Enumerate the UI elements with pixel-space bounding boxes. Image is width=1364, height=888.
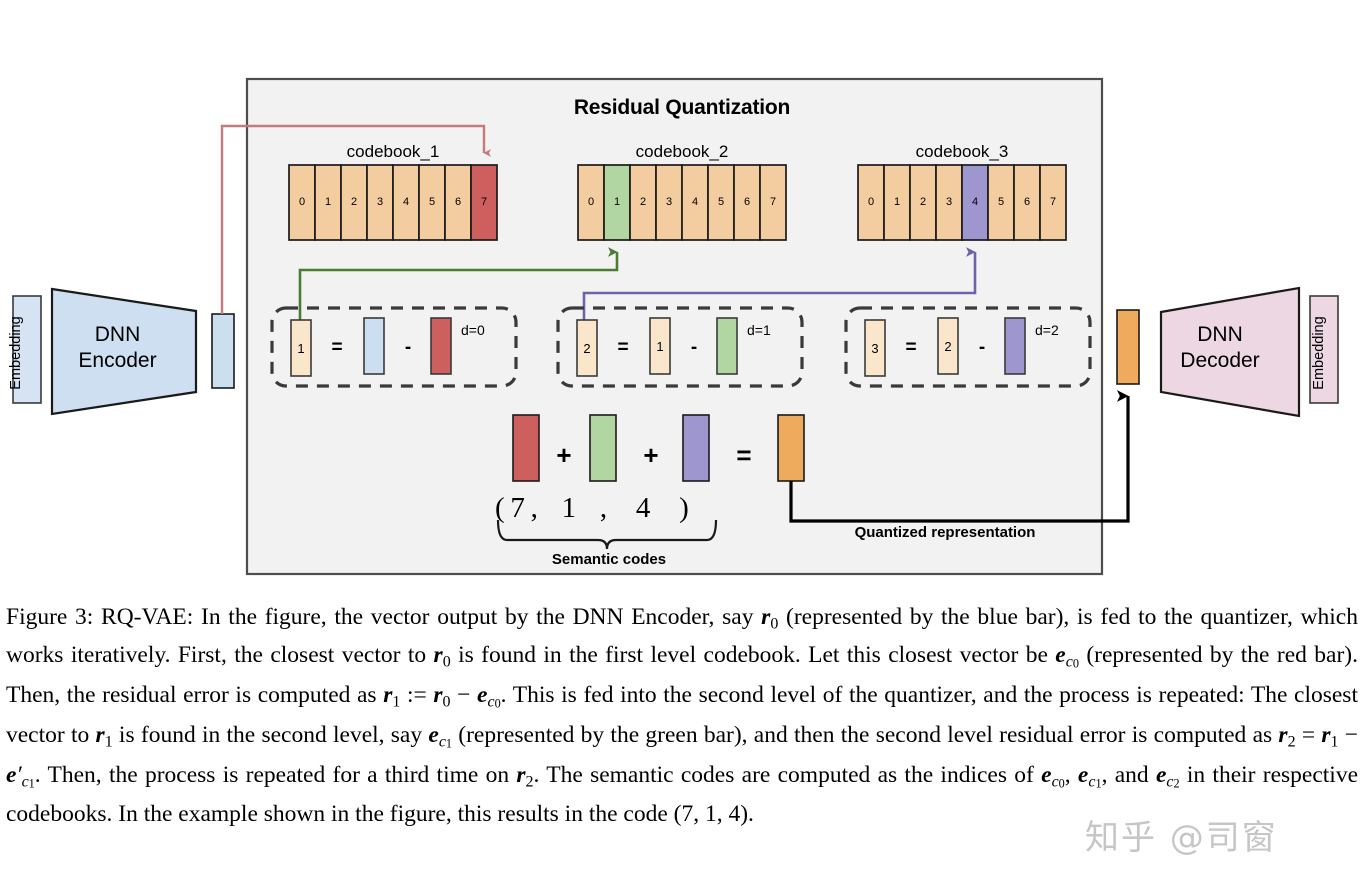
connector-green-residual1-to-codebook2 (298, 247, 619, 320)
residual-equation-box-1 (556, 306, 804, 388)
eq2-minus-sign: - (978, 337, 986, 358)
encoder-embedding-label: Embedding (8, 316, 24, 390)
eq0-minuend-bar (363, 317, 385, 375)
semantic-codes-tuple: (7, 1, 4) (495, 492, 725, 525)
codebook-3-cell[interactable]: 0 (867, 196, 875, 208)
codebook-2-cell[interactable]: 6 (743, 196, 751, 208)
codebook-1-cell[interactable]: 4 (402, 196, 410, 208)
eq1-result-bar (576, 319, 598, 377)
codebook-2-label: codebook_2 (635, 142, 729, 161)
codebook-2-cell[interactable]: 3 (665, 196, 673, 208)
codebook-1-cell[interactable]: 1 (324, 196, 332, 208)
codebook-1-cell[interactable]: 0 (298, 196, 306, 208)
eq0-result-label: 1 (297, 341, 305, 356)
dnn-encoder-label: DNN Encoder (35, 322, 200, 373)
eq2-depth-label: d=2 (1035, 322, 1059, 338)
eq1-minuend-bar (649, 317, 671, 375)
codebook-2 (577, 164, 787, 241)
codebook-1-cell[interactable]: 6 (454, 196, 462, 208)
dnn-decoder-label-line2: Decoder (1180, 348, 1260, 372)
dnn-decoder-shape (1159, 286, 1301, 418)
codes-close-paren: ) (679, 492, 689, 524)
codebook-3-cell[interactable]: 2 (919, 196, 927, 208)
codebook-3-cell-selected[interactable]: 4 (971, 196, 979, 208)
code-value-0: 7 (510, 492, 525, 524)
quantizer-panel (245, 77, 1104, 576)
sum-plus-1: + (556, 440, 572, 470)
codebook-2-cell[interactable]: 0 (587, 196, 595, 208)
eq2-result-bar (864, 319, 886, 377)
sum-equals: = (736, 440, 752, 470)
quantized-representation-label: Quantized representation (854, 524, 1036, 541)
codebook-3 (857, 164, 1067, 241)
eq2-result-label: 3 (871, 341, 879, 356)
dnn-encoder-label-line1: DNN (94, 323, 141, 346)
semantic-codes-label: Semantic codes (551, 551, 667, 568)
dnn-decoder-label-line1: DNN (1197, 323, 1243, 346)
code-value-2: 4 (635, 492, 651, 524)
eq1-depth-label: d=1 (747, 322, 771, 338)
codebook-3-cell[interactable]: 3 (945, 196, 953, 208)
panel-title: Residual Quantization (573, 96, 791, 119)
dnn-encoder-shape (50, 287, 198, 416)
codebook-3-label: codebook_3 (915, 142, 1009, 161)
residual-equation-box-0 (270, 306, 518, 388)
sum-term-bar-0 (512, 414, 540, 482)
codes-comma-1: , (530, 492, 538, 524)
eq0-minus-sign: - (404, 337, 412, 358)
codebook-2-cell-selected[interactable]: 1 (613, 196, 621, 208)
codebook-1-label: codebook_1 (346, 142, 440, 161)
codes-open-paren: ( (495, 492, 505, 524)
code-value-1: 1 (561, 492, 577, 524)
codebook-2-cell[interactable]: 4 (691, 196, 699, 208)
r0-blue-bar (211, 313, 235, 389)
eq0-result-bar (290, 319, 312, 377)
connector-black-quantized-to-decoder (789, 390, 1130, 523)
eq2-minuend-label: 2 (944, 339, 952, 354)
sum-plus-2: + (643, 440, 659, 470)
dnn-decoder-label: DNN Decoder (1140, 322, 1300, 373)
codebook-2-cell[interactable]: 7 (769, 196, 777, 208)
quantized-orange-bar (1116, 309, 1140, 385)
sum-term-bar-1 (589, 414, 617, 482)
eq1-result-label: 2 (583, 341, 591, 356)
connector-red-r0-to-codebook1 (220, 124, 491, 314)
figure-vector-graphics (12, 77, 1339, 576)
eq1-minuend-label: 1 (656, 339, 664, 354)
figure-caption: Figure 3: RQ-VAE: In the figure, the vec… (6, 604, 1359, 828)
eq2-minuend-bar (937, 317, 959, 375)
eq0-depth-label: d=0 (461, 322, 485, 338)
eq2-equals-sign: = (905, 337, 917, 358)
encoder-embedding-bar (12, 295, 42, 404)
semantic-codes-brace (496, 519, 718, 550)
codebook-1-cell-selected[interactable]: 7 (480, 196, 488, 208)
dnn-encoder-label-line2: Encoder (78, 348, 157, 372)
eq1-equals-sign: = (617, 337, 629, 358)
codebook-1 (288, 164, 498, 241)
codebook-1-cell[interactable]: 3 (376, 196, 384, 208)
eq0-subtrahend-bar (430, 317, 452, 375)
eq0-equals-sign: = (331, 337, 343, 358)
decoder-embedding-bar (1309, 295, 1339, 404)
codebook-1-cell[interactable]: 2 (350, 196, 358, 208)
codebook-3-cell[interactable]: 5 (997, 196, 1005, 208)
figure-rqvae-diagram: Residual Quantization DNN Encoder DNN De… (8, 77, 1339, 576)
codebook-2-cell[interactable]: 5 (717, 196, 725, 208)
codebook-3-cell[interactable]: 1 (893, 196, 901, 208)
codebook-3-cell[interactable]: 7 (1049, 196, 1057, 208)
eq1-minus-sign: - (690, 337, 698, 358)
eq1-subtrahend-bar (716, 317, 738, 375)
codes-comma-2: , (599, 492, 608, 524)
residual-equation-box-2 (844, 306, 1092, 388)
sum-term-bar-2 (682, 414, 710, 482)
codebook-3-cell[interactable]: 6 (1023, 196, 1031, 208)
codebook-1-cell[interactable]: 5 (428, 196, 436, 208)
sum-result-bar (777, 414, 805, 482)
codebook-2-cell[interactable]: 2 (639, 196, 647, 208)
decoder-embedding-label: Embedding (1311, 316, 1327, 390)
eq2-subtrahend-bar (1004, 317, 1026, 375)
